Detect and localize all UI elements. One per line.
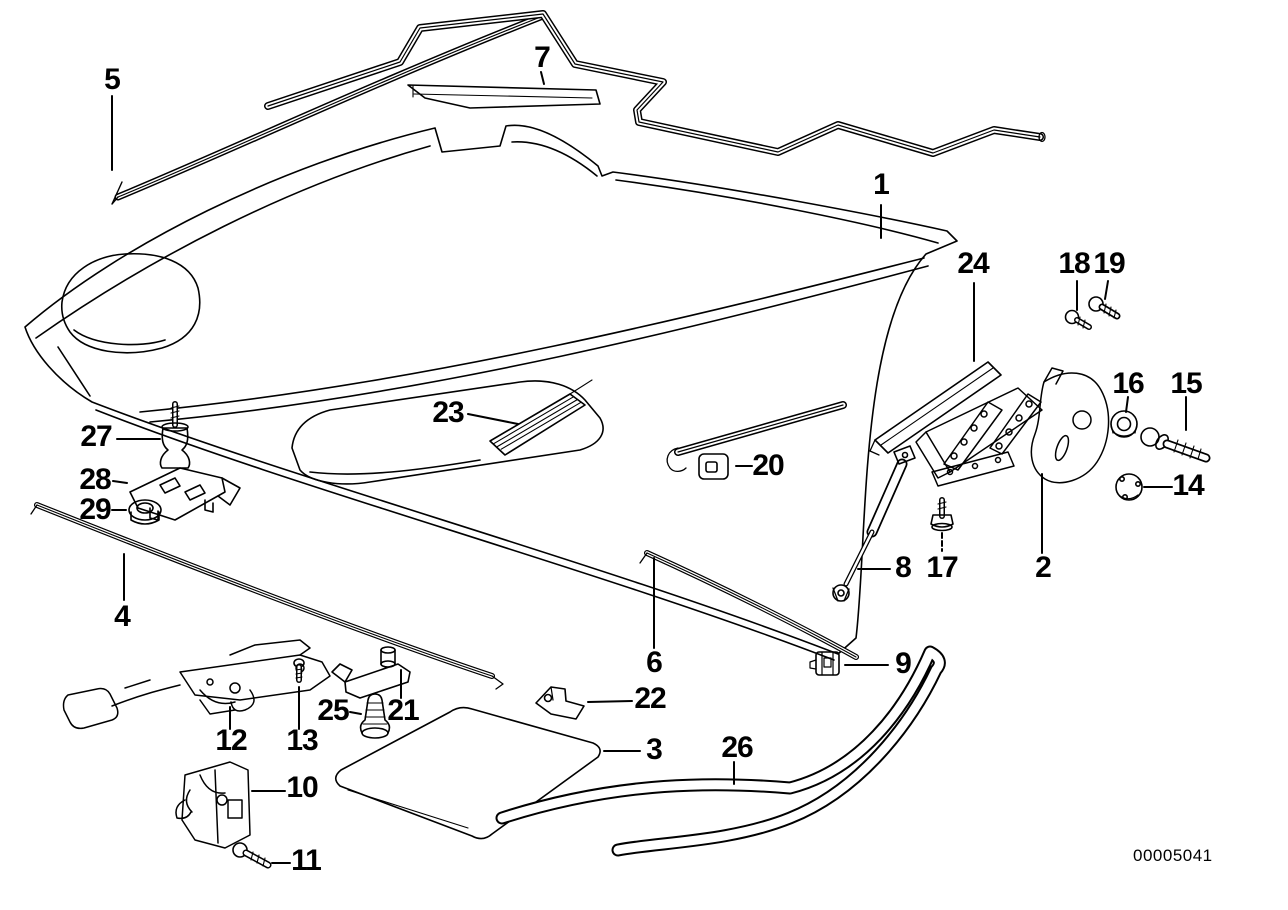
callout-14[interactable]: 14 [1172, 469, 1204, 502]
callout-24[interactable]: 24 [957, 247, 989, 280]
callout-17[interactable]: 17 [926, 551, 958, 584]
part-25-buffer [359, 693, 391, 739]
callout-4[interactable]: 4 [114, 600, 131, 633]
part-10-lock [175, 761, 251, 849]
part-22-bracket [535, 686, 585, 720]
callout-29[interactable]: 29 [79, 493, 111, 526]
callout-9[interactable]: 9 [895, 647, 912, 680]
part-21-bracket [331, 646, 411, 699]
part-12-latch [62, 639, 331, 730]
part-14-cap [1115, 473, 1143, 501]
part-28-bracket [129, 467, 241, 521]
callout-15[interactable]: 15 [1170, 367, 1202, 400]
leader-lines [111, 71, 1187, 864]
callout-13[interactable]: 13 [286, 724, 318, 757]
part-20-square-nut [698, 453, 729, 480]
callout-21[interactable]: 21 [387, 694, 419, 727]
callout-23[interactable]: 23 [432, 396, 464, 429]
part-6-trim-strip [639, 550, 859, 660]
callout-26[interactable]: 26 [721, 731, 753, 764]
hood-panel [24, 124, 958, 661]
seal-channel [666, 401, 847, 473]
part-4-trim-strip [30, 502, 504, 690]
callout-16[interactable]: 16 [1112, 367, 1144, 400]
callout-8[interactable]: 8 [895, 551, 912, 584]
part-15-bolt [1140, 427, 1211, 463]
callout-28[interactable]: 28 [79, 463, 111, 496]
part-13-screw [293, 658, 305, 683]
callout-20[interactable]: 20 [752, 449, 784, 482]
callout-7[interactable]: 7 [534, 41, 551, 74]
image-number: 00005041 [1133, 846, 1213, 865]
part-9-clip [809, 651, 840, 676]
callout-1[interactable]: 1 [873, 168, 890, 201]
part-24-rail [869, 361, 1002, 456]
part-2-hinge [915, 367, 1110, 487]
callout-12[interactable]: 12 [215, 724, 247, 757]
part-29-nut [128, 499, 162, 525]
part-11-bolt [232, 842, 272, 869]
callout-25[interactable]: 25 [317, 694, 349, 727]
callout-19[interactable]: 19 [1093, 247, 1125, 280]
part-27-buffer [159, 401, 191, 469]
hood-center-opening [291, 380, 604, 485]
part-8-gas-strut [832, 445, 916, 602]
part-18-screw [1064, 309, 1092, 330]
callout-11[interactable]: 11 [291, 844, 322, 877]
callout-5[interactable]: 5 [104, 63, 121, 96]
part-23-sealing-strip [489, 379, 593, 456]
part-3-insulation-pad [334, 706, 601, 840]
callout-3[interactable]: 3 [646, 733, 663, 766]
part-16-nut [1110, 410, 1138, 438]
rear-seal-strip [264, 10, 1046, 157]
callout-27[interactable]: 27 [80, 420, 112, 453]
part-19-screw [1088, 296, 1121, 320]
callout-10[interactable]: 10 [286, 771, 318, 804]
part-26-gasket [495, 645, 946, 857]
callout-18[interactable]: 18 [1058, 247, 1090, 280]
part-17-bolt [930, 497, 954, 532]
callout-2[interactable]: 2 [1035, 551, 1052, 584]
part-7-seal-piece [407, 84, 601, 109]
callout-6[interactable]: 6 [646, 646, 663, 679]
part-5-front-strip [111, 12, 547, 205]
hood-left-opening [60, 252, 201, 354]
callout-22[interactable]: 22 [634, 682, 666, 715]
